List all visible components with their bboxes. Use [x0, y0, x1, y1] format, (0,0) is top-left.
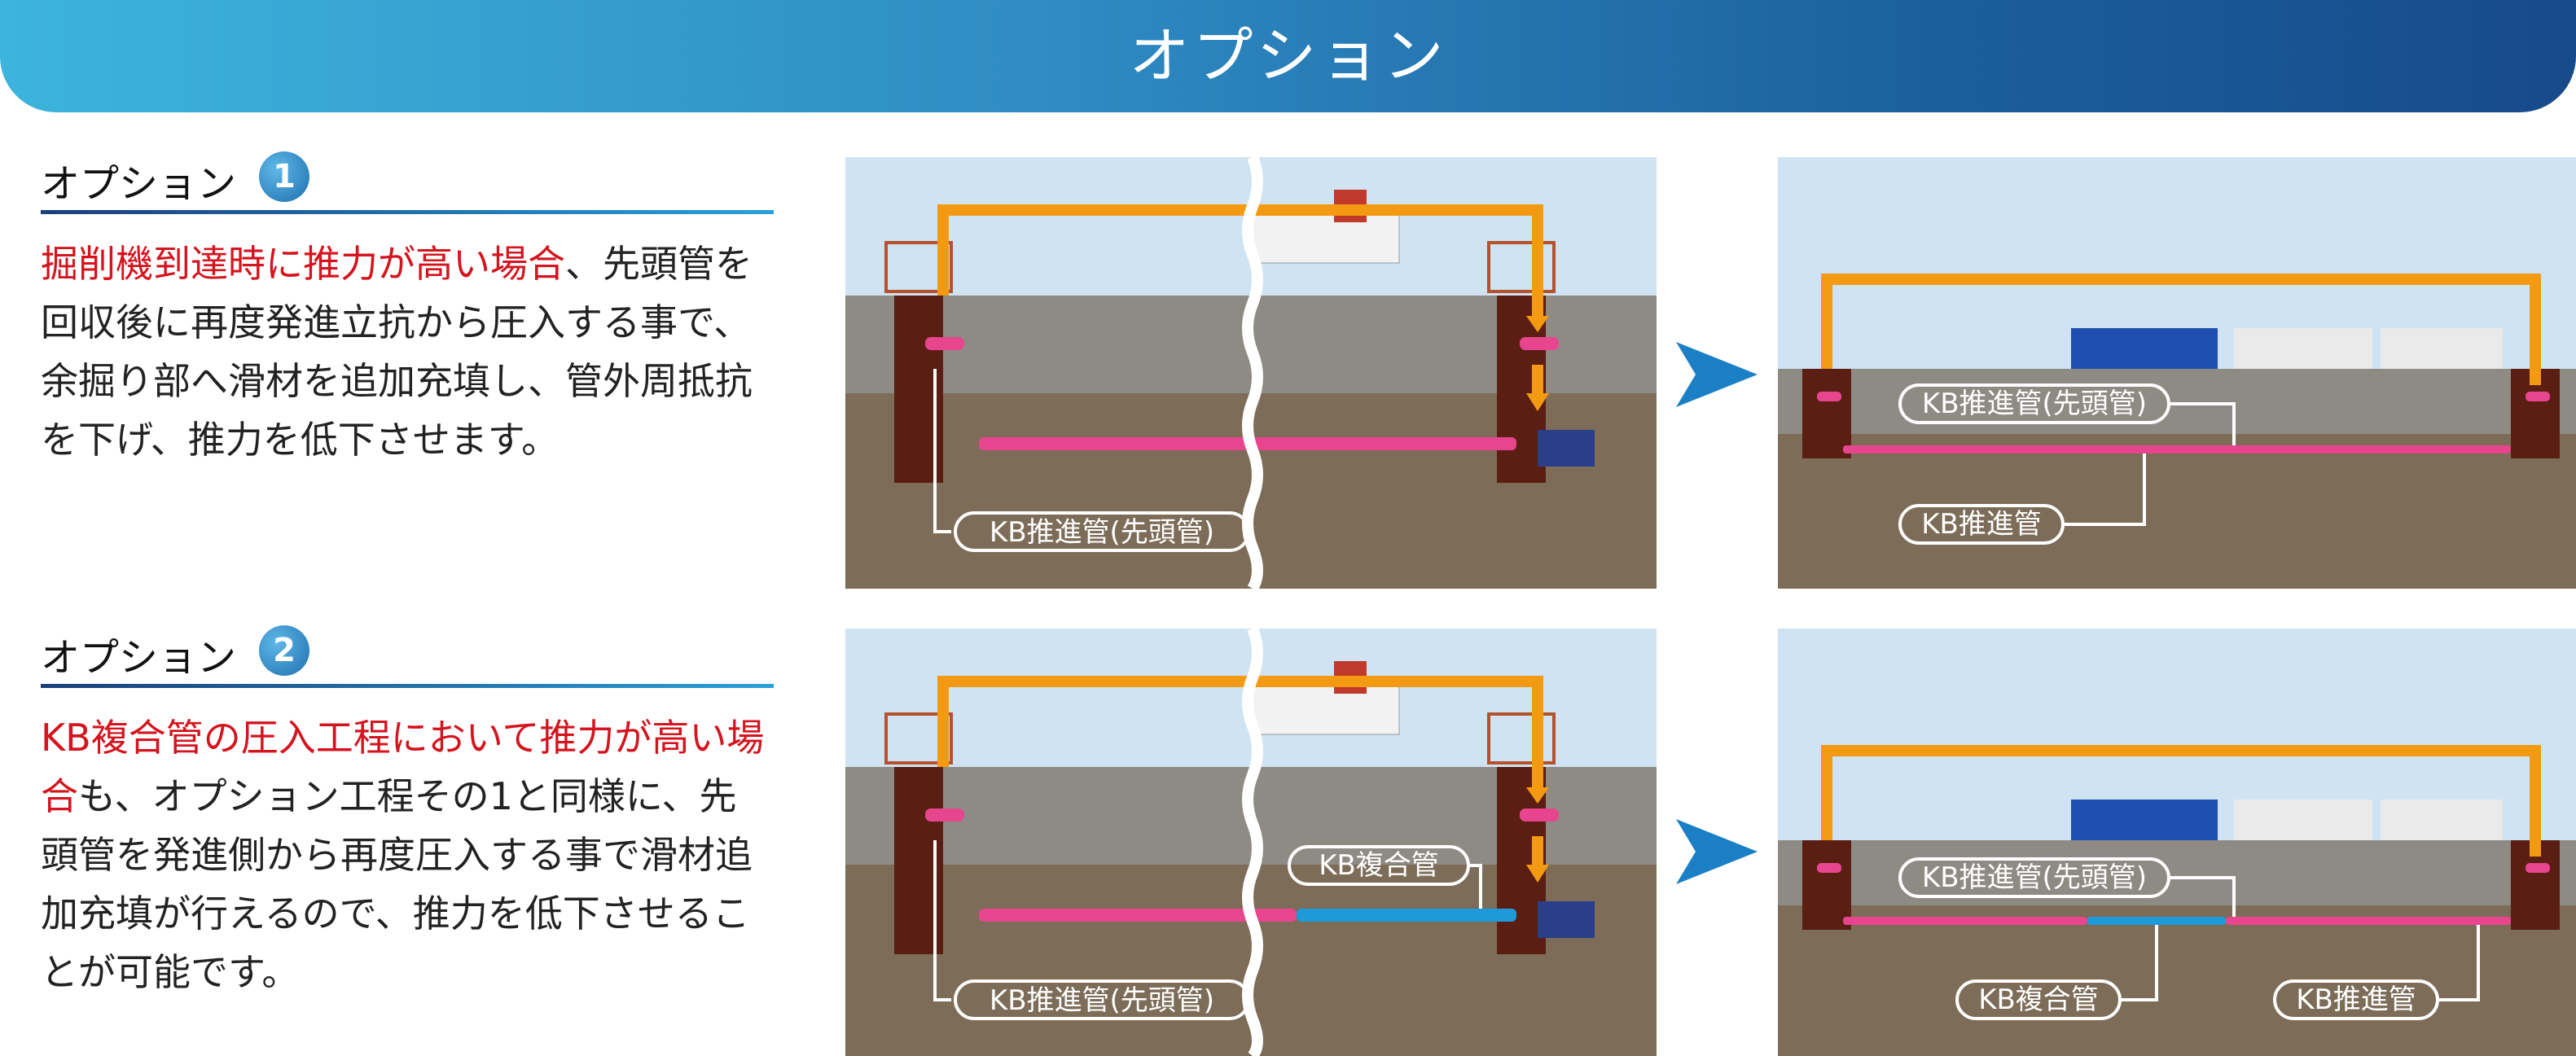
option1-highlight: 掘削機到達時に推力が高い場合: [41, 242, 565, 286]
label-kb-pipe: KB推進管: [1921, 508, 2042, 541]
option2-underline: [41, 684, 774, 688]
option2-description: KB複合管の圧入工程において推力が高い場合も、オプション工程その1と同様に、先頭…: [41, 708, 774, 1001]
label-kb-head-pipe: KB推進管(先頭管): [990, 984, 1214, 1017]
option2-after-diagram: KB推進管(先頭管) KB複合管 KB推進管: [1778, 629, 2576, 1056]
option1-body: 、先頭管を回収後に再度発進立抗から圧入する事で、余掘り部へ滑材を追加充填し、管外…: [41, 242, 753, 462]
pink-pipe: [2226, 917, 2511, 925]
label-kb-composite-pipe: KB複合管: [1978, 984, 2099, 1016]
label-kb-composite-pipe: KB複合管: [1319, 849, 1439, 882]
option2-heading-text: オプション: [41, 635, 237, 681]
option1-after-diagram: KB推進管(先頭管) KB推進管: [1778, 157, 2576, 589]
pink-pipe: [1843, 445, 2511, 454]
label-kb-head-pipe: KB推進管(先頭管): [1922, 861, 2147, 894]
option2-number-badge: 2: [259, 625, 309, 676]
label-kb-head-pipe: KB推進管(先頭管): [990, 516, 1214, 549]
pink-pipe: [1843, 917, 2087, 925]
label-kb-pipe: KB推進管: [2296, 984, 2416, 1016]
blue-composite-pipe: [1297, 909, 1516, 922]
blue-composite-pipe: [2087, 917, 2226, 925]
pink-pipe: [979, 909, 1297, 922]
title-banner: [0, 0, 2576, 112]
option2-body: も、オプション工程その1と同様に、先頭管を発進側から再度圧入する事で滑材追加充填…: [41, 774, 753, 994]
option2-before-diagram: KB複合管 KB推進管(先頭管): [845, 629, 1657, 1056]
banner-title: オプション: [1129, 21, 1447, 91]
option1-underline: [41, 210, 774, 214]
option1-before-diagram: KB推進管(先頭管): [845, 157, 1657, 589]
option2-heading: オプション 2: [41, 619, 366, 684]
label-kb-head-pipe: KB推進管(先頭管): [1922, 388, 2147, 420]
option1-heading-text: オプション: [41, 161, 237, 207]
option2-highlight: KB複合管の圧入工程において推力が高い場合: [41, 716, 765, 818]
option1-heading: オプション 1: [41, 145, 366, 210]
transition-arrow-icon: [1676, 342, 1758, 410]
option1-number-badge: 1: [259, 151, 309, 202]
option1-description: 掘削機到達時に推力が高い場合、先頭管を回収後に再度発進立抗から圧入する事で、余掘…: [41, 234, 774, 469]
transition-arrow-icon: [1676, 819, 1758, 887]
